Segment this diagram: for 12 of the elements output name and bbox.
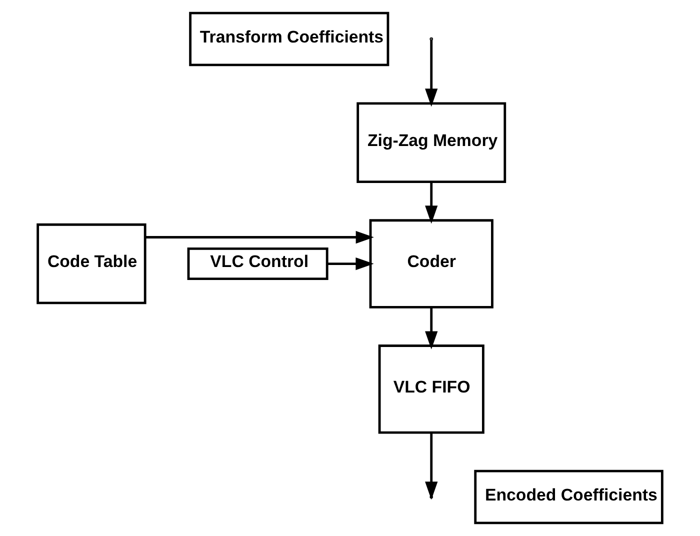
arrow: [425, 182, 438, 224]
node-box: Encoded Coefficients: [474, 470, 664, 524]
arrow: [145, 230, 374, 244]
node-box: Coder: [369, 219, 494, 308]
arrow: [425, 40, 438, 107]
node-box: Transform Coefficients: [189, 12, 390, 66]
node-box: Zig-Zag Memory: [356, 102, 506, 184]
node-box: VLC FIFO: [378, 344, 484, 434]
node-box: Code Table: [36, 223, 146, 304]
arrow: [327, 257, 374, 270]
node-box: VLC Control: [187, 248, 328, 280]
arrow: [425, 307, 438, 350]
